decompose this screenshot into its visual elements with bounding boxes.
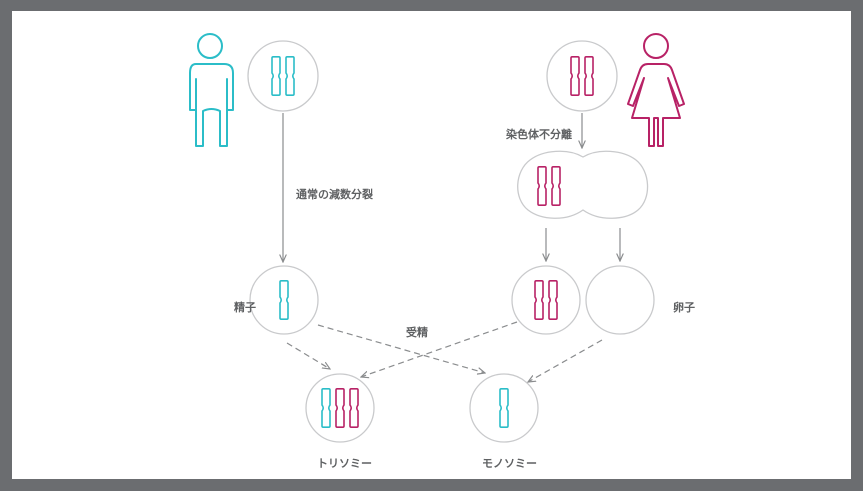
dashed-arrow-sperm-to-monosomy	[317, 324, 485, 373]
egg-cell-with-chromosomes	[511, 265, 581, 335]
trisomy-cell	[305, 373, 375, 443]
sperm-cell	[249, 265, 319, 335]
male-parent-cell	[247, 40, 319, 112]
nondisjunction-label: 染色体不分離	[506, 128, 572, 141]
fertilization-label: 受精	[406, 326, 428, 339]
dashed-arrow-egg-to-monosomy	[528, 339, 603, 382]
egg-cell-empty	[585, 265, 655, 335]
monosomy-cell	[469, 373, 539, 443]
sperm-label: 精子	[234, 301, 256, 314]
dashed-arrow-egg-to-trisomy	[361, 321, 518, 377]
female-figure-icon	[627, 33, 685, 147]
egg-label: 卵子	[673, 301, 695, 314]
normal-meiosis-label: 通常の減数分裂	[296, 188, 373, 201]
female-parent-cell	[546, 40, 618, 112]
dividing-cell	[517, 150, 649, 219]
trisomy-label: トリソミー	[317, 457, 372, 470]
male-figure-icon	[189, 33, 234, 147]
dashed-arrow-sperm-to-trisomy	[286, 342, 330, 369]
monosomy-label: モノソミー	[482, 457, 537, 470]
